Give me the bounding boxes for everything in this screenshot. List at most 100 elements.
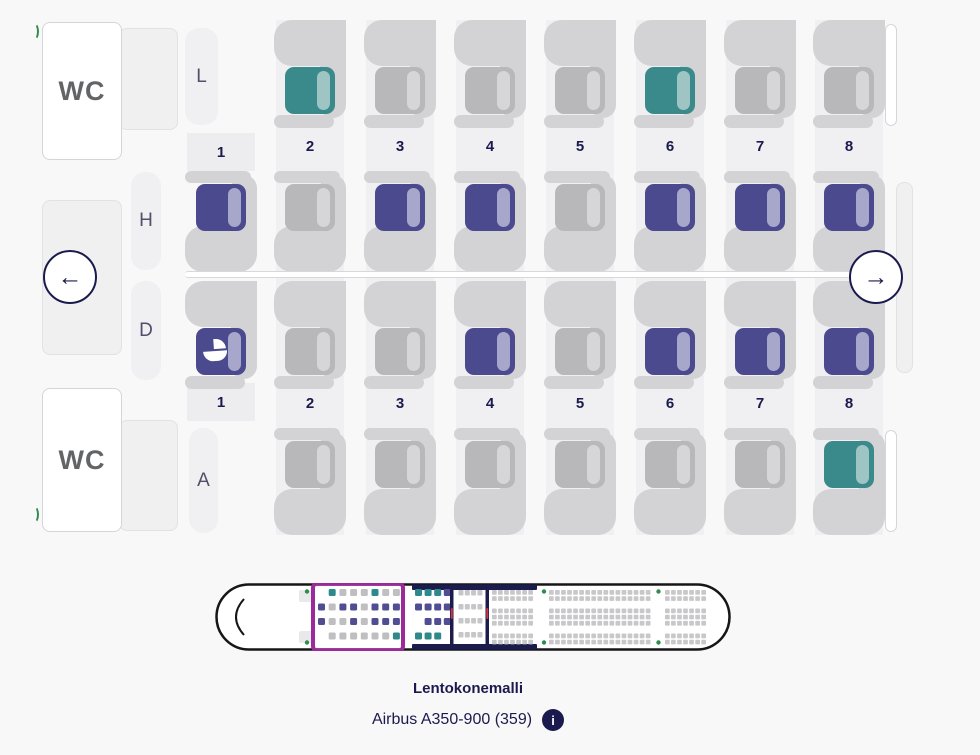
- mini-economy-seat: [561, 596, 566, 601]
- mini-economy-seat: [615, 639, 621, 645]
- mini-frame-bar: [412, 584, 537, 590]
- column-number: 4: [485, 395, 495, 412]
- mini-economy-seat: [573, 608, 578, 614]
- column-number: 3: [395, 138, 405, 155]
- mini-seat: [360, 632, 368, 640]
- mini-economy-seat: [621, 596, 627, 601]
- mini-economy-seat: [677, 620, 682, 626]
- next-cabin-button[interactable]: →: [849, 250, 903, 304]
- mini-economy-seat: [633, 620, 639, 626]
- mini-economy-seat: [516, 596, 521, 601]
- seat-headrest-stripe: [317, 332, 330, 371]
- seat-7D[interactable]: [735, 328, 785, 375]
- mini-seat: [477, 618, 483, 624]
- mini-economy-seat: [498, 633, 503, 639]
- seat-6A: [645, 441, 695, 488]
- mini-seat: [318, 603, 325, 611]
- seat-4L: [465, 67, 515, 114]
- mini-economy-seat: [627, 614, 633, 620]
- mini-economy-seat: [516, 614, 521, 620]
- mini-door-dot: [304, 589, 310, 594]
- seat-shell: [724, 115, 784, 128]
- mini-economy-seat: [695, 608, 700, 614]
- mini-seat: [424, 632, 432, 640]
- previous-cabin-button[interactable]: ←: [43, 250, 97, 304]
- seat-2L[interactable]: [285, 67, 335, 114]
- seat-3L: [375, 67, 425, 114]
- seat-headrest-stripe: [587, 332, 600, 371]
- seat-headrest-stripe: [677, 332, 690, 371]
- mini-economy-seat: [561, 633, 566, 639]
- mini-seat: [371, 603, 379, 611]
- seat-4D[interactable]: [465, 328, 515, 375]
- mini-economy-seat: [555, 633, 560, 639]
- mini-economy-seat: [528, 590, 533, 595]
- mini-seat: [360, 618, 368, 625]
- mini-economy-seat: [528, 596, 533, 601]
- seat-pod-6H: [634, 171, 706, 272]
- mini-economy-seat: [621, 590, 627, 595]
- mini-seat: [339, 618, 347, 625]
- mini-economy-seat: [701, 614, 706, 620]
- aircraft-overview[interactable]: [215, 583, 731, 651]
- column-number-1-box: 1: [187, 383, 255, 421]
- mini-seat: [360, 589, 368, 596]
- mini-economy-seat: [510, 639, 515, 645]
- mini-seat: [443, 618, 451, 625]
- column-number: 7: [755, 395, 765, 412]
- seat-8D[interactable]: [824, 328, 874, 375]
- mini-economy-seat: [621, 633, 627, 639]
- mini-economy-seat: [695, 596, 700, 601]
- mini-economy-seat: [633, 639, 639, 645]
- column-number: 3: [395, 395, 405, 412]
- seat-pod-4D: [454, 281, 526, 389]
- seat-8H[interactable]: [824, 184, 874, 231]
- mini-economy-seat: [522, 614, 527, 620]
- column-number: 2: [305, 138, 315, 155]
- seat-4H[interactable]: [465, 184, 515, 231]
- mini-economy-seat: [603, 596, 609, 601]
- mini-economy-seat: [689, 620, 694, 626]
- mini-economy-seat: [510, 596, 515, 601]
- mini-economy-seat: [689, 590, 694, 595]
- seat-pod-2D: [274, 281, 346, 389]
- mini-frame-bar: [412, 644, 537, 650]
- seat-7H[interactable]: [735, 184, 785, 231]
- info-icon[interactable]: i: [542, 709, 565, 731]
- seat-pod-5A: [544, 428, 616, 535]
- arrow-right-icon: →: [863, 262, 889, 291]
- mini-seat: [339, 589, 347, 596]
- mini-seat: [328, 589, 336, 596]
- mini-seat: [477, 604, 483, 610]
- seat-3H[interactable]: [375, 184, 425, 231]
- mini-seat: [382, 589, 390, 596]
- seat-6D[interactable]: [645, 328, 695, 375]
- mini-economy-seat: [633, 590, 639, 595]
- seat-6H[interactable]: [645, 184, 695, 231]
- mini-economy-seat: [609, 590, 615, 595]
- mini-economy-seat: [498, 608, 503, 614]
- mini-economy-seat: [504, 620, 509, 626]
- mini-seat: [371, 589, 379, 596]
- mini-seat: [464, 590, 470, 596]
- row-letter-H: H: [131, 172, 161, 270]
- mini-seat: [464, 618, 470, 624]
- seat-headrest-stripe: [228, 188, 241, 227]
- mini-economy-seat: [639, 639, 645, 645]
- current-section-highlight[interactable]: [311, 583, 405, 651]
- mini-economy-seat: [597, 633, 603, 639]
- mini-economy-seat: [677, 590, 682, 595]
- seat-5H: [555, 184, 605, 231]
- mini-seat: [471, 590, 477, 596]
- mini-door-dot: [656, 640, 661, 645]
- seat-1H[interactable]: [196, 184, 246, 231]
- seat-8A[interactable]: [824, 441, 874, 488]
- mini-economy-seat: [695, 620, 700, 626]
- seat-1D[interactable]: [196, 328, 246, 375]
- mini-seat: [471, 604, 477, 610]
- mini-economy-seat: [695, 590, 700, 595]
- mini-economy-seat: [567, 608, 572, 614]
- mini-economy-seat: [639, 596, 645, 601]
- seat-6L[interactable]: [645, 67, 695, 114]
- seat-shell: [454, 489, 526, 535]
